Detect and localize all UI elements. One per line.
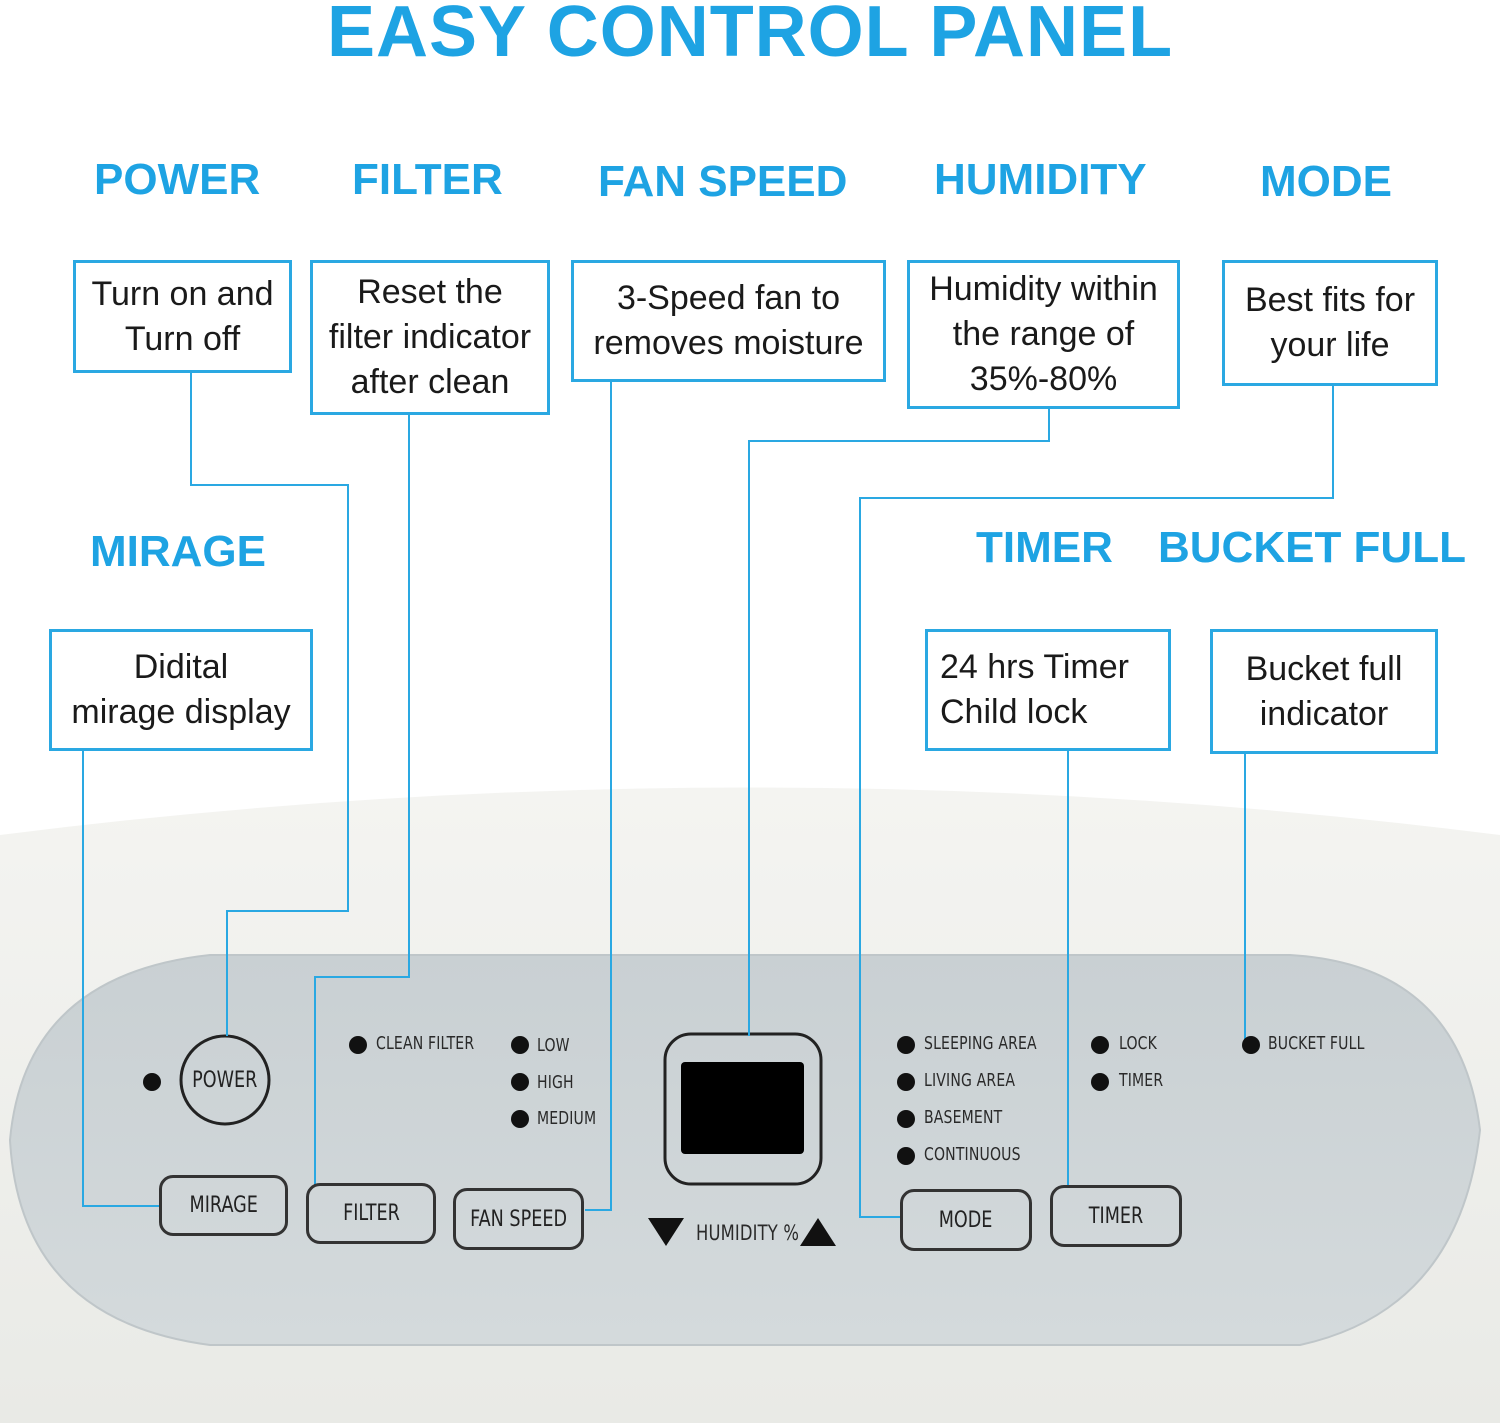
medium-indicator: MEDIUM: [537, 1108, 597, 1129]
bucket-full-label: BUCKET FULL: [1158, 523, 1466, 572]
power-description: Turn on and Turn off: [73, 260, 292, 373]
timer-dot: [1091, 1073, 1109, 1091]
fan-speed-label: FAN SPEED: [598, 157, 848, 206]
display-screen: [681, 1062, 804, 1154]
mirage-button-label: MIRAGE: [189, 1193, 258, 1218]
fan-speed-button-label: FAN SPEED: [470, 1206, 567, 1232]
page-title: EASY CONTROL PANEL: [326, 0, 1174, 72]
continuous-indicator: CONTINUOUS: [924, 1144, 1021, 1165]
bucket-full-description: Bucket full indicator: [1210, 629, 1438, 754]
clean-filter-dot: [349, 1036, 367, 1054]
fan-speed-description: 3-Speed fan to removes moisture: [571, 260, 886, 382]
high-indicator: HIGH: [537, 1072, 574, 1093]
humidity-percent-label: HUMIDITY %: [696, 1221, 800, 1245]
lock-indicator: LOCK: [1119, 1033, 1158, 1054]
leader-filter: [314, 414, 410, 1185]
timer-label: TIMER: [976, 523, 1113, 572]
lock-dot: [1091, 1036, 1109, 1054]
leader-humidity: [748, 408, 1050, 1036]
filter-button-label: FILTER: [342, 1201, 400, 1226]
timer-indicator: TIMER: [1119, 1070, 1164, 1091]
medium-dot: [511, 1110, 529, 1128]
basement-dot: [897, 1110, 915, 1128]
power-button-ring: [179, 1034, 271, 1126]
clean-filter-indicator: CLEAN FILTER: [376, 1033, 475, 1054]
humidity-up-icon: [800, 1218, 836, 1246]
mode-description: Best fits for your life: [1222, 260, 1438, 386]
leader-fan-speed: [585, 380, 612, 1211]
bucket-full-indicator: BUCKET FULL: [1268, 1033, 1365, 1054]
continuous-dot: [897, 1147, 915, 1165]
leader-power: [190, 372, 349, 1036]
basement-indicator: BASEMENT: [924, 1107, 1003, 1128]
sleeping-area-indicator: SLEEPING AREA: [924, 1033, 1037, 1054]
mode-button[interactable]: MODE: [900, 1189, 1032, 1251]
mirage-button[interactable]: MIRAGE: [159, 1175, 288, 1236]
leader-mirage: [82, 750, 160, 1207]
timer-description: 24 hrs Timer Child lock: [925, 629, 1171, 751]
humidity-description: Humidity within the range of 35%-80%: [907, 260, 1180, 409]
fan-speed-button[interactable]: FAN SPEED: [453, 1188, 584, 1250]
mirage-description: Didital mirage display: [49, 629, 313, 751]
power-button[interactable]: POWER: [181, 1036, 269, 1124]
living-area-dot: [897, 1073, 915, 1091]
high-dot: [511, 1073, 529, 1091]
power-button-label: POWER: [192, 1067, 258, 1093]
low-dot: [511, 1036, 529, 1054]
filter-description: Reset the filter indicator after clean: [310, 260, 550, 415]
filter-button[interactable]: FILTER: [306, 1183, 436, 1244]
filter-label: FILTER: [352, 155, 503, 204]
display-bezel: [663, 1032, 823, 1186]
humidity-label: HUMIDITY: [934, 155, 1147, 204]
timer-button-label: TIMER: [1088, 1203, 1144, 1229]
living-area-indicator: LIVING AREA: [924, 1070, 1016, 1091]
power-label: POWER: [94, 155, 261, 204]
bucket-full-dot: [1242, 1036, 1260, 1054]
humidity-down-icon: [648, 1218, 684, 1246]
leader-mode: [859, 385, 1334, 1218]
leader-lines: [82, 372, 1334, 1218]
mode-label: MODE: [1260, 157, 1392, 206]
power-indicator-dot: [143, 1073, 161, 1091]
low-indicator: LOW: [537, 1035, 570, 1056]
mode-button-label: MODE: [939, 1207, 993, 1233]
sleeping-area-dot: [897, 1036, 915, 1054]
timer-button[interactable]: TIMER: [1050, 1185, 1182, 1247]
mirage-label: MIRAGE: [90, 527, 266, 576]
